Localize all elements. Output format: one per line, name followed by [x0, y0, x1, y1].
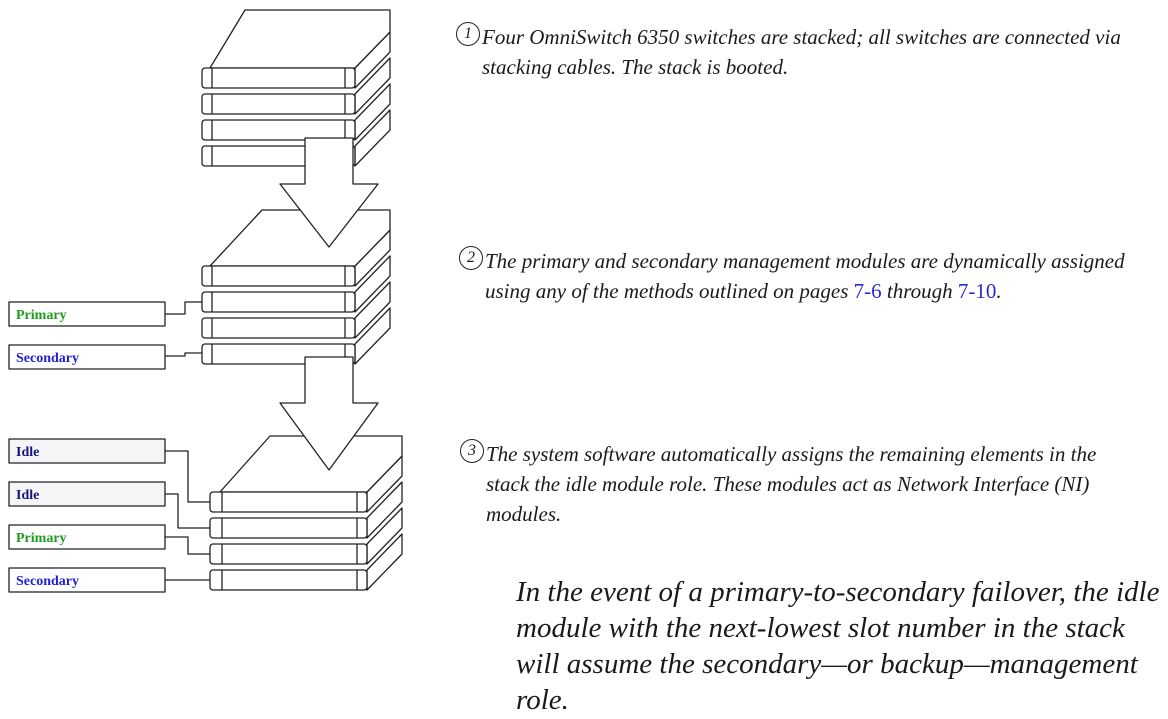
- idle-label: Idle: [16, 445, 39, 460]
- stacking-diagram: Primary Secondary Idle Idle Primary Seco…: [8, 9, 403, 593]
- primary-label: Primary: [16, 531, 67, 546]
- secondary-label: Secondary: [16, 351, 79, 366]
- secondary-label-box: [8, 567, 166, 593]
- step-number: 2: [459, 246, 483, 270]
- step-text: The primary and secondary management mod…: [485, 249, 1125, 303]
- page-link[interactable]: 7-10: [957, 279, 997, 303]
- failover-note: In the event of a primary-to-secondary f…: [516, 576, 1160, 716]
- idle-label-box: [8, 481, 166, 507]
- primary-label-box: [8, 301, 166, 327]
- step-text: Four OmniSwitch 6350 switches are stacke…: [482, 25, 1121, 79]
- secondary-label: Secondary: [16, 574, 79, 589]
- idle-label-box: [8, 438, 166, 464]
- step-number: 1: [456, 22, 480, 46]
- stack-3: [209, 435, 403, 591]
- stack-1: [201, 9, 391, 167]
- down-arrow-icon: [279, 137, 379, 248]
- primary-label-box: [8, 524, 166, 550]
- idle-label: Idle: [16, 488, 39, 503]
- page-link[interactable]: 7-6: [853, 279, 882, 303]
- step-1: 1 Four OmniSwitch 6350 switches are stac…: [456, 22, 1156, 82]
- step-2: 2 The primary and secondary management m…: [459, 246, 1163, 306]
- step-3: 3 The system software automatically assi…: [460, 439, 1140, 529]
- stack-2: [201, 209, 391, 365]
- primary-label: Primary: [16, 308, 67, 323]
- step-number: 3: [460, 439, 484, 463]
- secondary-label-box: [8, 344, 166, 370]
- step-text: The system software automatically assign…: [486, 442, 1097, 526]
- down-arrow-icon: [279, 356, 379, 471]
